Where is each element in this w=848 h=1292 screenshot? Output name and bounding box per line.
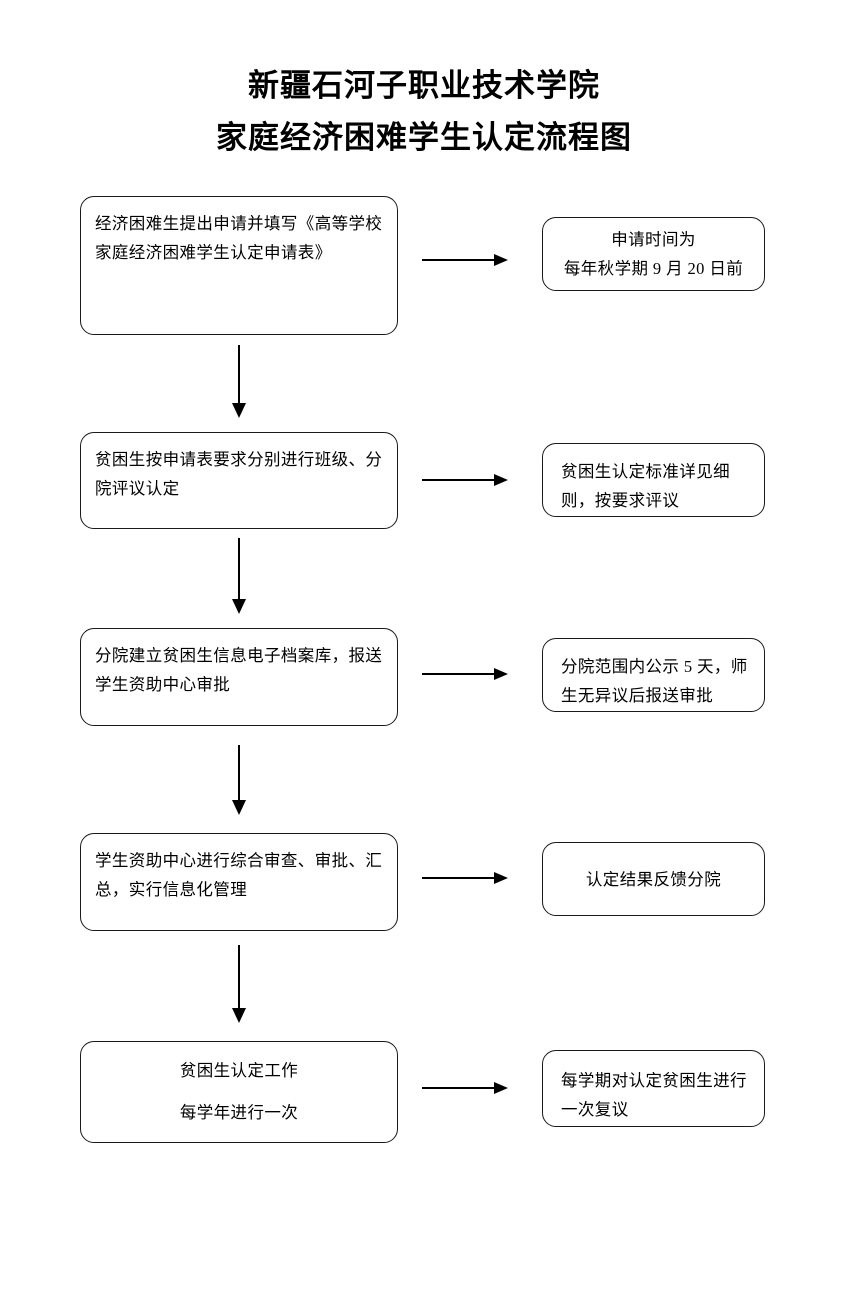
connector-step-4-to-note-4 [422, 866, 508, 890]
note-box-step-3-text: 分院范围内公示 5 天，师生无异议后报送审批 [561, 657, 748, 705]
process-box-step-4: 学生资助中心进行综合审查、审批、汇总，实行信息化管理 [80, 833, 398, 931]
note-box-step-2: 贫困生认定标准详见细则，按要求评议 [542, 443, 765, 517]
process-box-step-1: 经济困难生提出申请并填写《高等学校家庭经济困难学生认定申请表》 [80, 196, 398, 335]
process-box-step-2: 贫困生按申请表要求分别进行班级、分院评议认定 [80, 432, 398, 529]
note-box-step-5: 每学期对认定贫困生进行一次复议 [542, 1050, 765, 1127]
title-line-2: 家庭经济困难学生认定流程图 [216, 120, 632, 155]
connector-step-1-to-step-2 [227, 345, 251, 418]
process-box-step-3-text: 分院建立贫困生信息电子档案库，报送学生资助中心审批 [95, 646, 383, 694]
process-box-step-5-text: 贫困生认定工作 每学年进行一次 [179, 1061, 299, 1122]
title-line-1: 新疆石河子职业技术学院 [248, 68, 600, 103]
process-box-step-5: 贫困生认定工作 每学年进行一次 [80, 1041, 398, 1143]
connector-step-1-to-note-1 [422, 248, 508, 272]
connector-step-3-to-note-3 [422, 662, 508, 686]
process-box-step-1-text: 经济困难生提出申请并填写《高等学校家庭经济困难学生认定申请表》 [95, 214, 383, 262]
connector-step-2-to-note-2 [422, 468, 508, 492]
note-box-step-1-text: 申请时间为 每年秋学期 9 月 20 日前 [563, 230, 744, 278]
note-box-step-3: 分院范围内公示 5 天，师生无异议后报送审批 [542, 638, 765, 712]
page-title: 新疆石河子职业技术学院 家庭经济困难学生认定流程图 [0, 60, 848, 164]
note-box-step-2-text: 贫困生认定标准详见细则，按要求评议 [561, 462, 730, 510]
connector-step-2-to-step-3 [227, 538, 251, 614]
process-box-step-2-text: 贫困生按申请表要求分别进行班级、分院评议认定 [95, 450, 383, 498]
note-box-step-4: 认定结果反馈分院 [542, 842, 765, 916]
note-box-step-1: 申请时间为 每年秋学期 9 月 20 日前 [542, 217, 765, 291]
connector-step-5-to-note-5 [422, 1076, 508, 1100]
process-box-step-4-text: 学生资助中心进行综合审查、审批、汇总，实行信息化管理 [95, 851, 383, 899]
note-box-step-5-text: 每学期对认定贫困生进行一次复议 [561, 1070, 747, 1119]
connector-step-4-to-step-5 [227, 945, 251, 1023]
note-box-step-4-text: 认定结果反馈分院 [585, 869, 722, 889]
process-box-step-3: 分院建立贫困生信息电子档案库，报送学生资助中心审批 [80, 628, 398, 726]
connector-step-3-to-step-4 [227, 745, 251, 815]
